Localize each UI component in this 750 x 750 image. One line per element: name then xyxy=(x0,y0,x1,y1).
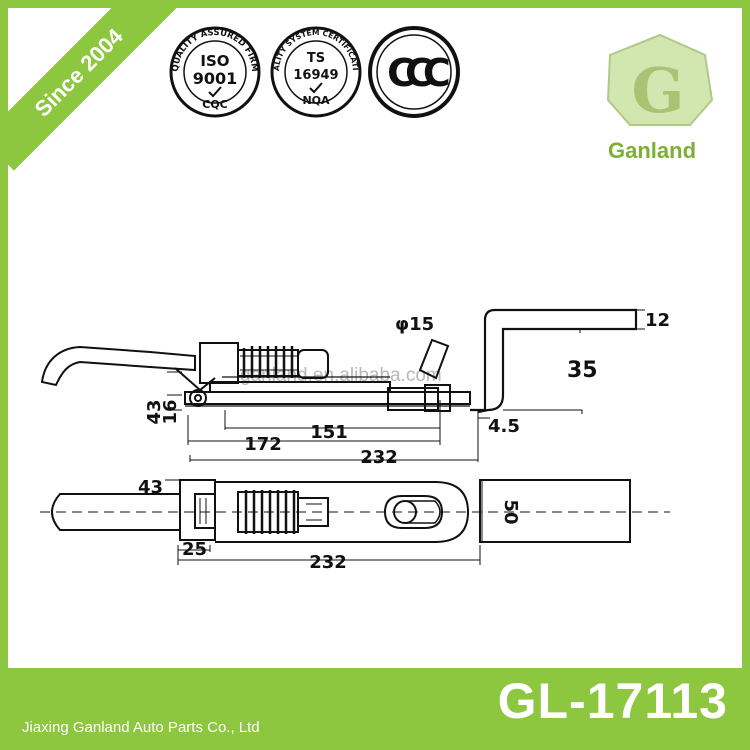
ts-label: TS xyxy=(307,51,325,66)
product-code: GL-17113 xyxy=(497,673,728,729)
company-name: Jiaxing Ganland Auto Parts Co., Ltd xyxy=(22,719,260,736)
iso-9001-seal: QUALITY ASSURED FIRM ISO 9001 CQC xyxy=(169,26,261,118)
latch-plan-view xyxy=(40,479,670,543)
side-view-dimensions xyxy=(167,309,645,462)
ts-issuer: NQA xyxy=(302,94,330,107)
plan-view-dimensions xyxy=(165,479,483,565)
dim-length-mid: 172 xyxy=(244,434,282,455)
ganland-logo: G xyxy=(606,33,714,127)
iso-label: ISO xyxy=(200,52,229,70)
dim-length-inner: 151 xyxy=(310,422,348,443)
dim-thickness: 4.5 xyxy=(488,416,520,437)
dim-plan-length-total: 232 xyxy=(309,552,347,573)
dim-pin-diameter: φ15 xyxy=(395,314,434,335)
dim-length-total-top: 232 xyxy=(360,447,398,468)
dim-plan-end-length: 25 xyxy=(182,539,207,560)
logo-letter: G xyxy=(632,54,685,127)
dim-handle-offset: 12 xyxy=(645,310,670,331)
check-icon xyxy=(309,82,323,94)
ccc-text: CCC xyxy=(387,51,449,95)
dim-plan-height: 43 xyxy=(138,477,163,498)
latch-side-view xyxy=(40,308,638,414)
iso-issuer: CQC xyxy=(202,98,228,111)
dim-height-a: 43 xyxy=(144,399,165,424)
ts-number: 16949 xyxy=(293,68,338,83)
ccc-mark: CCC xyxy=(368,26,460,118)
dim-height-b: 16 xyxy=(160,399,181,424)
dim-plan-width: 50 xyxy=(500,499,521,524)
iso-number: 9001 xyxy=(193,69,238,88)
check-icon xyxy=(208,86,222,98)
ts-16949-seal: QUALITY SYSTEM CERTIFICATION TS 16949 NQ… xyxy=(8,8,362,118)
technical-drawing: QUALITY ASSURED FIRM ISO 9001 CQC QUALIT… xyxy=(8,8,714,573)
drawing-sheet: Since 2004 QUALITY ASSURED FIRM ISO 9001… xyxy=(8,8,742,668)
brand-name: Ganland xyxy=(608,138,697,163)
dim-hook-height: 35 xyxy=(567,358,598,383)
